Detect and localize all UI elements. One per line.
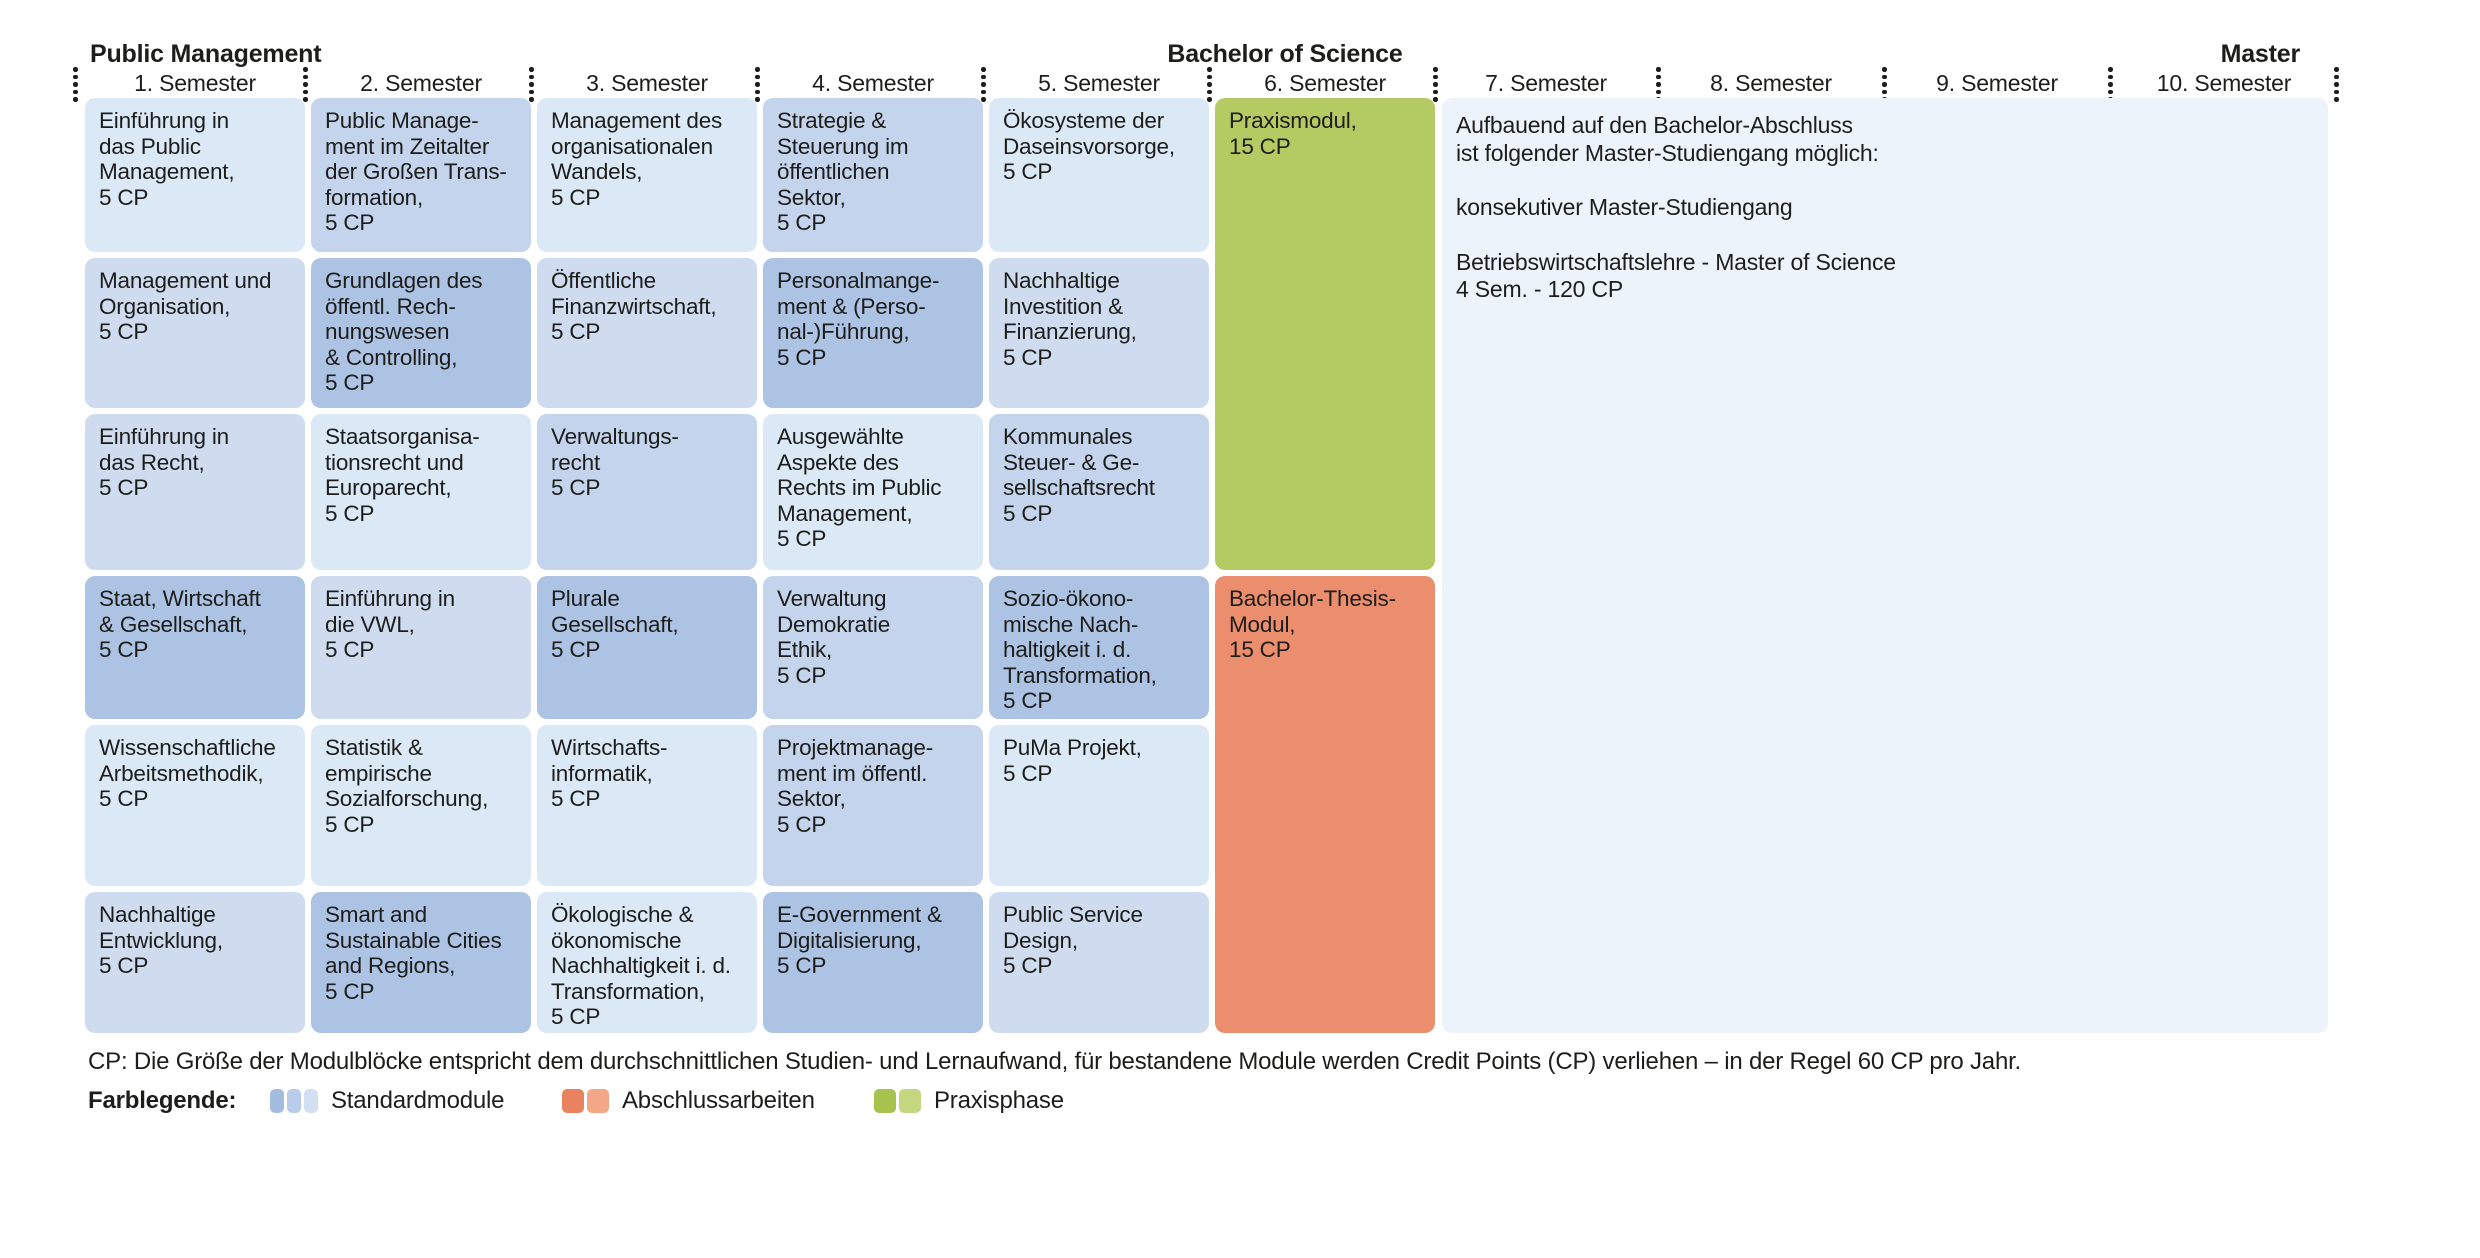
module-block-s2-r5: Statistik & empirische Sozialforschung, … <box>311 725 531 886</box>
semester-header-4: 4. Semester <box>812 70 934 96</box>
module-block-s4-r2: Personalmange- ment & (Perso- nal-)Führu… <box>763 258 983 408</box>
semester-header-7: 7. Semester <box>1485 70 1607 96</box>
module-block-s4-r6: E-Government & Digitalisierung, 5 CP <box>763 892 983 1033</box>
legend-swatch <box>587 1089 609 1113</box>
semester-header-1: 1. Semester <box>134 70 256 96</box>
module-block-s1-r4: Staat, Wirtschaft & Gesellschaft, 5 CP <box>85 576 305 719</box>
semester-header-3: 3. Semester <box>586 70 708 96</box>
header-separator-dots-5 <box>981 67 986 102</box>
legend-swatch <box>899 1089 921 1113</box>
semester-header-6: 6. Semester <box>1264 70 1386 96</box>
module-block-s4-r4: Verwaltung Demokratie Ethik, 5 CP <box>763 576 983 719</box>
header-separator-dots-1 <box>73 67 78 102</box>
module-block-s4-r3: Ausgewählte Aspekte des Rechts im Public… <box>763 414 983 570</box>
legend-swatch <box>304 1089 318 1113</box>
module-block-s3-r2: Öffentliche Finanzwirtschaft, 5 CP <box>537 258 757 408</box>
module-block-s2-r6: Smart and Sustainable Cities and Regions… <box>311 892 531 1033</box>
module-block-s5-r6: Public Service Design, 5 CP <box>989 892 1209 1033</box>
degree-title-master: Master <box>2220 40 2301 68</box>
module-block-s1-r3: Einführung in das Recht, 5 CP <box>85 414 305 570</box>
module-block-s2-r4: Einführung in die VWL, 5 CP <box>311 576 531 719</box>
module-block-s3-r5: Wirtschafts- informatik, 5 CP <box>537 725 757 886</box>
program-title-public-management: Public Management <box>90 40 322 68</box>
header-separator-dots-3 <box>529 67 534 102</box>
semester-header-8: 8. Semester <box>1710 70 1832 96</box>
master-info-text: Aufbauend auf den Bachelor-Abschluss ist… <box>1456 112 1879 166</box>
module-block-s5-r5: PuMa Projekt, 5 CP <box>989 725 1209 886</box>
legend-swatch <box>874 1089 896 1113</box>
module-block-s4-r1: Strategie & Steuerung im öffentlichen Se… <box>763 98 983 252</box>
module-block-s5-r1: Ökosysteme der Daseinsvorsorge, 5 CP <box>989 98 1209 252</box>
header-separator-dots-2 <box>303 67 308 102</box>
legend-swatch <box>270 1089 284 1113</box>
module-block-s1-r5: Wissenschaftliche Arbeitsmethodik, 5 CP <box>85 725 305 886</box>
semester-header-9: 9. Semester <box>1936 70 2058 96</box>
module-block-s1-r2: Management und Organisation, 5 CP <box>85 258 305 408</box>
module-block-s1-r1: Einführung in das Public Management, 5 C… <box>85 98 305 252</box>
legend-swatches-standardmodule <box>270 1089 318 1113</box>
legend-swatch <box>562 1089 584 1113</box>
legend-swatch <box>287 1089 301 1113</box>
header-separator-dots-6 <box>1207 67 1212 102</box>
bachelor-thesis-modul-block: Bachelor-Thesis- Modul, 15 CP <box>1215 576 1435 1033</box>
header-separator-dots-11 <box>2334 67 2339 102</box>
module-block-s3-r1: Management des organisationalen Wandels,… <box>537 98 757 252</box>
legend-label-praxisphase: Praxisphase <box>934 1087 1064 1114</box>
legend-label-standardmodule: Standardmodule <box>331 1087 505 1114</box>
legend-swatches-abschlussarbeiten <box>562 1089 609 1113</box>
semester-header-5: 5. Semester <box>1038 70 1160 96</box>
legend-label-abschlussarbeiten: Abschlussarbeiten <box>622 1087 815 1114</box>
degree-title-bachelor: Bachelor of Science <box>1167 40 1403 68</box>
semester-header-10: 10. Semester <box>2156 70 2292 96</box>
header-separator-dots-8 <box>1656 67 1661 102</box>
master-info-consecutive: konsekutiver Master-Studiengang <box>1456 194 1793 220</box>
cp-explanation-note: CP: Die Größe der Modulblöcke entspricht… <box>88 1048 2022 1075</box>
module-block-s3-r6: Ökologische & ökonomische Nachhaltigkeit… <box>537 892 757 1033</box>
module-block-s4-r5: Projektmanage- ment im öffentl. Sektor, … <box>763 725 983 886</box>
module-block-s2-r3: Staatsorganisa- tionsrecht und Europarec… <box>311 414 531 570</box>
module-block-s3-r3: Verwaltungs- recht 5 CP <box>537 414 757 570</box>
header-separator-dots-7 <box>1433 67 1438 102</box>
module-block-s2-r2: Grundlagen des öffentl. Rech- nungswesen… <box>311 258 531 408</box>
praxismodul-block: Praxismodul, 15 CP <box>1215 98 1435 570</box>
module-block-s5-r3: Kommunales Steuer- & Ge- sellschaftsrech… <box>989 414 1209 570</box>
legend-swatches-praxisphase <box>874 1089 921 1113</box>
module-block-s3-r4: Plurale Gesellschaft, 5 CP <box>537 576 757 719</box>
module-block-s5-r4: Sozio-ökono- mische Nach- haltigkeit i. … <box>989 576 1209 719</box>
header-separator-dots-10 <box>2108 67 2113 102</box>
header-separator-dots-9 <box>1882 67 1887 102</box>
header-separator-dots-4 <box>755 67 760 102</box>
module-block-s1-r6: Nachhaltige Entwicklung, 5 CP <box>85 892 305 1033</box>
legend-title: Farblegende: <box>88 1087 237 1114</box>
module-block-s2-r1: Public Manage- ment im Zeitalter der Gro… <box>311 98 531 252</box>
module-block-s5-r2: Nachhaltige Investition & Finanzierung, … <box>989 258 1209 408</box>
master-info-panel: Aufbauend auf den Bachelor-Abschluss ist… <box>1442 98 2328 1033</box>
semester-header-2: 2. Semester <box>360 70 482 96</box>
master-info-degree: Betriebswirtschaftslehre - Master of Sci… <box>1456 248 1896 303</box>
